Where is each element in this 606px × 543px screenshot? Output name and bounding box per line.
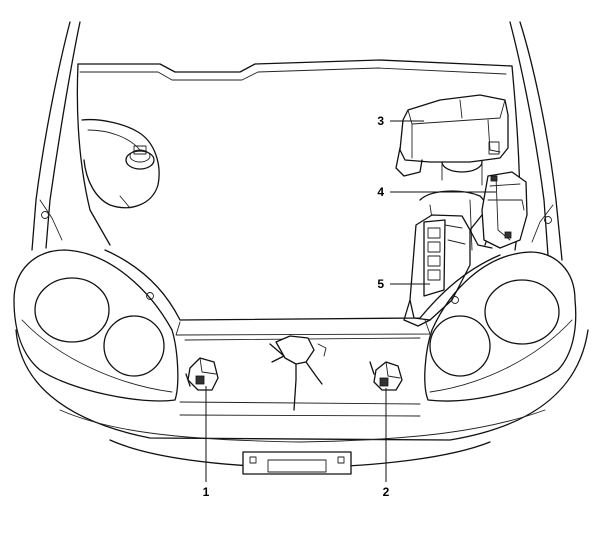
callout-1: 1 [203,485,210,499]
callout-leaders [205,120,496,482]
right-headlamp [424,251,577,402]
license-plate [242,451,352,475]
callout-labels: 1 2 3 4 5 [203,114,390,499]
callout-2: 2 [383,485,390,499]
left-strut-tower [81,118,160,209]
component-2-horn [369,361,403,391]
callout-3: 3 [377,114,384,128]
callout-4: 4 [377,185,384,199]
component-3-box [395,94,509,177]
cowl-panel [77,59,513,81]
hood-latch [269,335,327,411]
windshield-frame [31,21,563,261]
left-headlamp [13,249,179,402]
component-4-block [469,171,528,249]
component-1-horn [185,357,219,391]
component-5-block [403,214,471,327]
callout-5: 5 [377,277,384,291]
